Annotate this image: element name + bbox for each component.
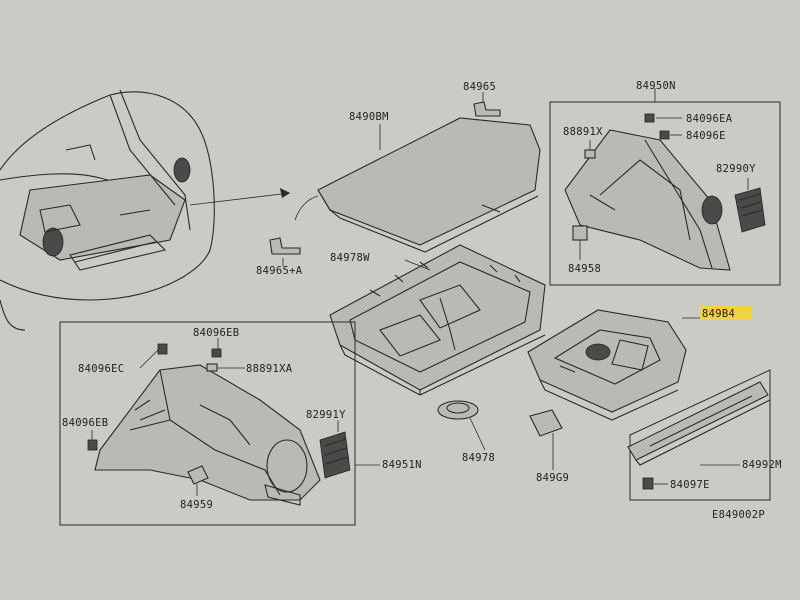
labels: 8490BM 84965 84965+A 84978W 84978 84950N…: [62, 80, 782, 521]
label-clip-xa: 88891XA: [246, 363, 293, 375]
clip-84096EB-top: [211, 348, 222, 358]
label-small-plate: 849G9: [536, 472, 569, 484]
highlight-marker: [700, 306, 752, 320]
label-clip-eb-low: 84096EB: [62, 417, 108, 429]
vent-right: [734, 187, 766, 233]
clip-84097E: [642, 477, 654, 490]
label-left-panel: 84951N: [382, 459, 422, 471]
rh-fastener: [572, 225, 588, 241]
diagram-code: E849002P: [712, 509, 765, 521]
spare-tire-cover: [527, 309, 687, 421]
label-bracket-left: 84965+A: [256, 265, 303, 277]
label-bracket-top: 84965: [463, 81, 496, 93]
label-highlight-part: 849B4: [702, 308, 735, 320]
label-clip-ec: 84096EC: [78, 363, 124, 375]
label-clip-ea: 84096EA: [686, 113, 733, 125]
sill-frame: [629, 369, 771, 501]
clip-84096E: [659, 130, 670, 140]
label-clip-eb-top: 84096EB: [193, 327, 239, 339]
clip-84096EB-low: [87, 439, 98, 451]
bracket-left: [269, 237, 301, 255]
vehicle-rear-illustration: [0, 89, 215, 331]
label-sill-plate: 84992M: [742, 459, 782, 471]
label-vent-right: 82990Y: [716, 163, 756, 175]
right-panel-frame: [549, 101, 781, 286]
label-clip-e: 84096E: [686, 130, 726, 142]
vent-left: [319, 431, 351, 479]
right-side-panel: [564, 129, 731, 271]
bracket-top: [473, 101, 501, 117]
label-right-panel: 84950N: [636, 80, 676, 92]
label-clip-x: 88891X: [563, 126, 603, 138]
label-tonneau-board: 8490BM: [349, 111, 389, 123]
small-plate: [529, 409, 563, 437]
label-lh-fastener: 84959: [180, 499, 213, 511]
plug-part: [437, 400, 479, 420]
label-plug: 84978: [462, 452, 495, 464]
lh-fastener: [187, 465, 209, 485]
left-panel-frame: [59, 321, 356, 526]
sill-plate: [627, 381, 771, 466]
label-rh-fastener: 84958: [568, 263, 601, 275]
label-floor-tray: 84978W: [330, 252, 370, 264]
clip-84096EA: [644, 113, 655, 123]
clip-84096EC: [157, 343, 168, 355]
label-sill-clip: 84097E: [670, 479, 710, 491]
floor-tray: [329, 244, 546, 396]
label-vent-left: 82991Y: [306, 409, 346, 421]
arrow-right-icon: [189, 188, 291, 206]
left-side-panel: [94, 364, 321, 506]
clip-88891XA: [206, 363, 218, 372]
clip-88891X: [584, 149, 596, 159]
tonneau-board: [317, 117, 541, 253]
